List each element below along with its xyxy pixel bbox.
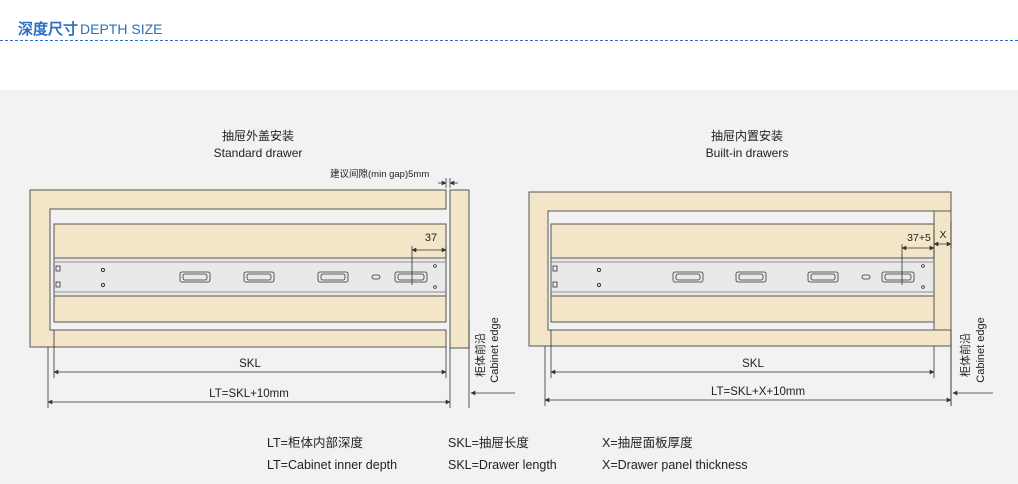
right-cabinet-frame [528, 191, 952, 347]
right-rail-slots [672, 264, 925, 289]
left-rail-slots [179, 264, 437, 289]
left-edge-cn: 柜体前沿 [473, 333, 487, 377]
right-title-cn: 抽屉内置安装 [711, 128, 783, 143]
legend-x-en: X=Drawer panel thickness [602, 458, 748, 472]
right-edge-en: Cabinet edge [975, 317, 987, 382]
left-dim-lt: LT=SKL+10mm [209, 388, 289, 400]
legend: LT=柜体内部深度 LT=Cabinet inner depth SKL=抽屉长… [267, 435, 748, 472]
left-cabinet-frame [29, 189, 470, 349]
left-slide-rail [53, 257, 447, 297]
right-edge-cn: 柜体前沿 [958, 333, 972, 377]
right-dim-x: X [939, 229, 946, 241]
left-dim-rail: 37 [425, 232, 437, 244]
right-dim-rail: 37+5 [907, 232, 931, 244]
left-diagram: 抽屉外盖安装 Standard drawer [29, 128, 515, 408]
legend-lt-en: LT=Cabinet inner depth [267, 458, 397, 472]
left-title-en: Standard drawer [214, 146, 303, 160]
right-slide-rail [550, 257, 935, 297]
legend-skl-cn: SKL=抽屉长度 [448, 435, 529, 450]
left-title-cn: 抽屉外盖安装 [222, 128, 294, 143]
left-dim-skl: SKL [239, 358, 261, 370]
left-drawer-box [53, 223, 447, 323]
right-dim-lt: LT=SKL+X+10mm [711, 386, 805, 398]
right-diagram: 抽屉内置安装 Built-in drawers [528, 128, 993, 406]
legend-x-cn: X=抽屉面板厚度 [602, 435, 693, 450]
header-divider [0, 40, 1018, 41]
legend-skl-en: SKL=Drawer length [448, 458, 557, 472]
right-title-en: Built-in drawers [706, 146, 789, 160]
section-title-cn: 深度尺寸 [18, 21, 79, 38]
section-title-en: DEPTH SIZE [80, 21, 163, 37]
legend-lt-cn: LT=柜体内部深度 [267, 435, 363, 450]
right-dim-skl: SKL [742, 358, 764, 370]
right-drawer-box [550, 223, 935, 323]
left-gap-note: 建议间隙(min gap)5mm [330, 168, 429, 180]
left-edge-en: Cabinet edge [489, 317, 501, 382]
